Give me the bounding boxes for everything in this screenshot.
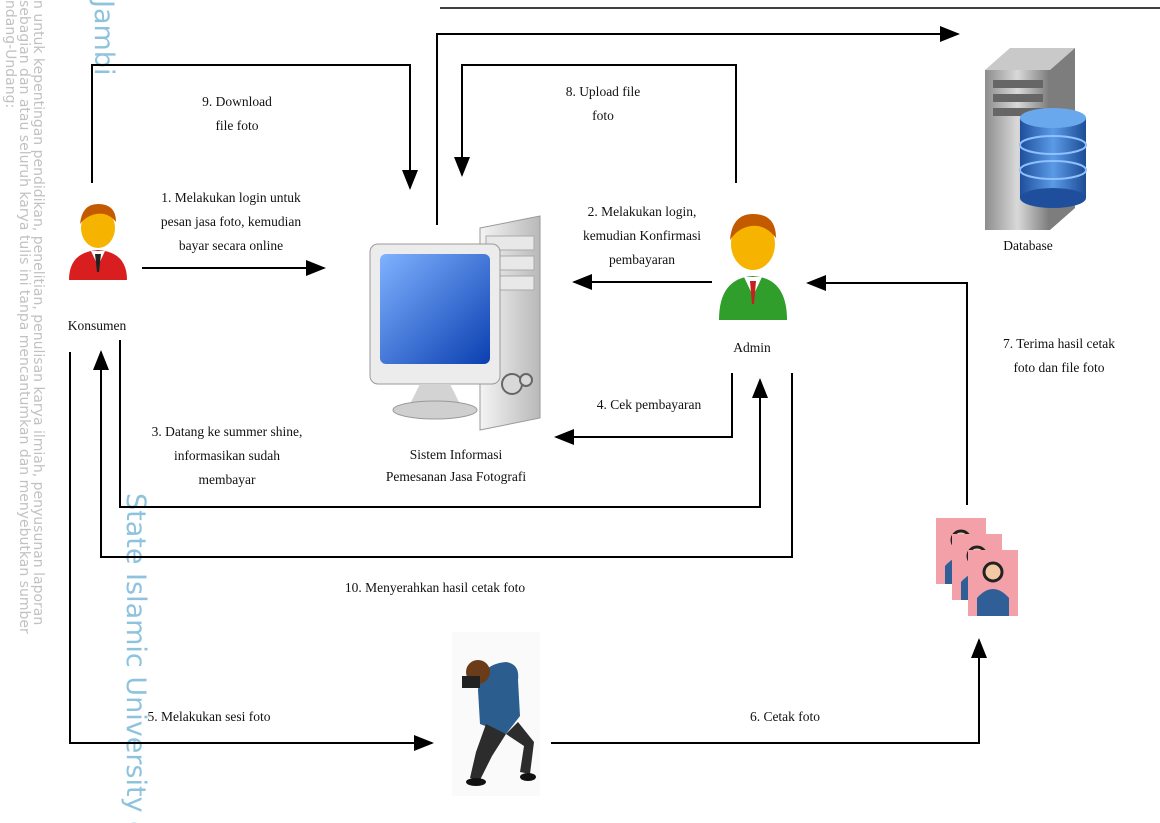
arrow-photo-session (69, 352, 434, 751)
arrow-visit-studio (119, 340, 768, 508)
system-label-line-2: Pemesanan Jasa Fotografi (386, 469, 526, 484)
arrow-download (91, 64, 418, 190)
konsumen-icon (69, 204, 127, 280)
step-8-line-1: 8. Upload file (566, 84, 641, 99)
computer-icon (369, 215, 541, 431)
step-8-line-2: foto (592, 108, 614, 123)
step-4-line-1: 4. Cek pembayaran (597, 397, 702, 412)
watermark-institution: State Islamic University of (120, 493, 151, 823)
arrow-system-to-database (436, 26, 960, 225)
step-2-line-1: 2. Melakukan login, (588, 204, 697, 219)
step-1-line-3: bayar secara online (179, 238, 283, 253)
arrow-handover (93, 350, 793, 558)
watermark-line-2: sebagian dan atau seluruh karya tulis in… (16, 0, 32, 634)
step-9-line-1: 9. Download (202, 94, 272, 109)
konsumen-label: Konsumen (68, 318, 127, 333)
printed-photos-icon (936, 518, 1018, 616)
watermark-top-word: Jambi (88, 0, 119, 75)
database-label: Database (1003, 238, 1052, 253)
step-5-line-1: 5. Melakukan sesi foto (148, 709, 271, 724)
admin-label: Admin (733, 340, 771, 355)
system-label-line-1: Sistem Informasi (410, 447, 503, 462)
step-10-line-1: 10. Menyerahkan hasil cetak foto (345, 580, 526, 595)
database-server-icon (985, 48, 1087, 230)
step-6-line-1: 6. Cetak foto (750, 709, 820, 724)
watermark-line-3: n untuk kepentingan pendidikan, peneliti… (30, 0, 46, 625)
step-labels: 9. Download file foto 8. Upload file fot… (148, 84, 1116, 724)
arrow-receive-result (806, 275, 968, 505)
connectors (69, 7, 1160, 751)
step-1-line-2: pesan jasa foto, kemudian (161, 214, 301, 229)
step-3-line-1: 3. Datang ke summer shine, (152, 424, 303, 439)
photographer-icon (452, 632, 540, 796)
arrow-print-photo (551, 638, 987, 744)
watermark-line-1: ndang-Undang: (2, 0, 18, 108)
step-7-line-2: foto dan file foto (1013, 360, 1104, 375)
step-2-line-3: pembayaran (609, 252, 675, 267)
step-1-line-1: 1. Melakukan login untuk (161, 190, 301, 205)
step-2-line-2: kemudian Konfirmasi (583, 228, 701, 243)
arrow-upload (454, 64, 737, 183)
admin-icon (719, 214, 787, 320)
step-9-line-2: file foto (215, 118, 258, 133)
step-3-line-2: informasikan sudah (174, 448, 280, 463)
step-3-line-3: membayar (199, 472, 256, 487)
arrow-check-payment (554, 373, 733, 445)
step-7-line-1: 7. Terima hasil cetak (1003, 336, 1115, 351)
watermark: ndang-Undang: sebagian dan atau seluruh … (2, 0, 151, 823)
